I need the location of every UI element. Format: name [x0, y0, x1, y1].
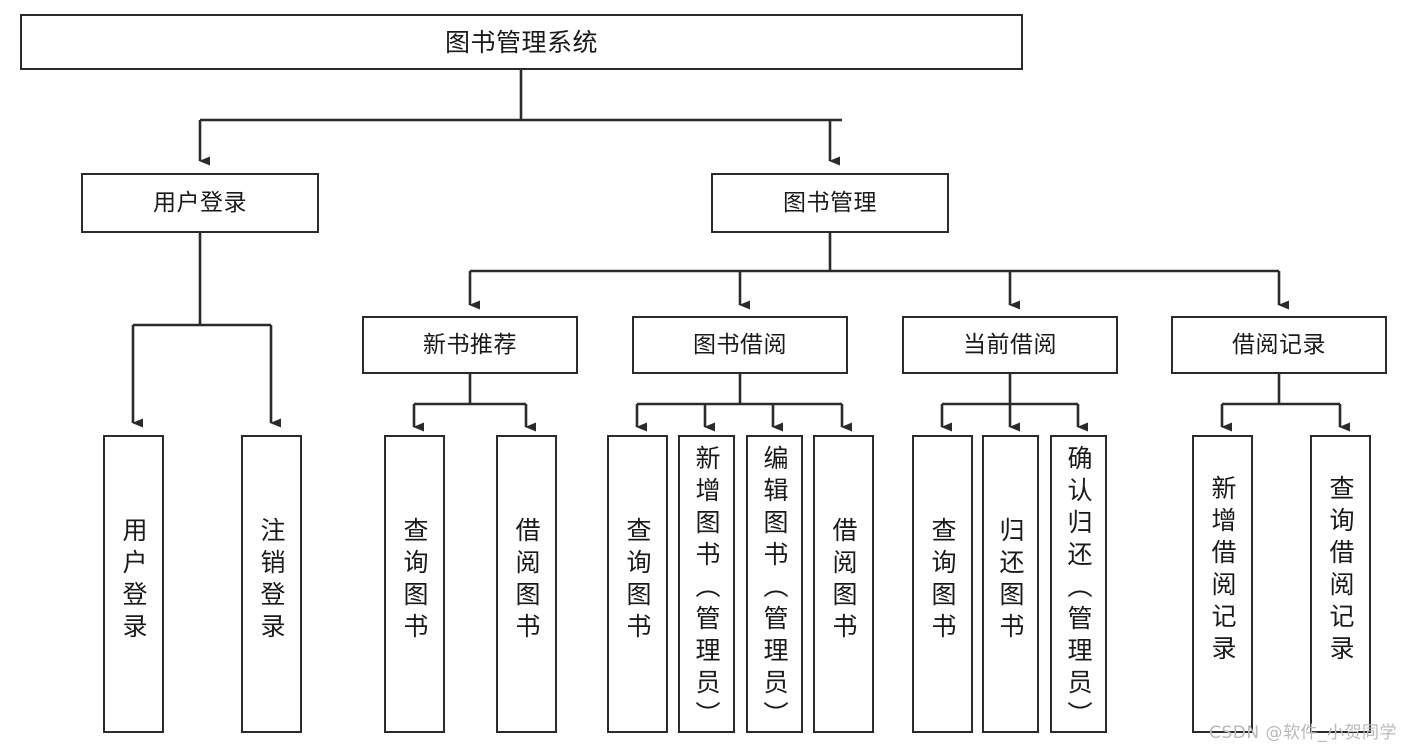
- node-book-management[interactable]: 图书管理: [711, 173, 949, 233]
- node-book-borrow[interactable]: 图书借阅: [632, 316, 848, 374]
- node-user-login[interactable]: 用户登录: [81, 173, 319, 233]
- leaf-query-book-current[interactable]: 查询图书: [912, 435, 973, 733]
- node-label: 查询图书: [928, 517, 957, 645]
- leaf-confirm-return-admin[interactable]: 确认归还（管理员）: [1050, 435, 1107, 733]
- node-label: 借阅图书: [512, 517, 541, 645]
- node-label: 用户登录: [153, 189, 247, 216]
- connector-bookborrow-to-leaves: [635, 374, 852, 432]
- connector-currentborrow-to-leaves: [940, 374, 1088, 432]
- leaf-logout[interactable]: 注销登录: [241, 435, 302, 733]
- leaf-query-book-borrow[interactable]: 查询图书: [607, 435, 668, 733]
- leaf-query-book-recommend[interactable]: 查询图书: [384, 435, 445, 733]
- node-label: 查询图书: [400, 517, 429, 645]
- node-label: 借阅图书: [829, 517, 858, 645]
- watermark-text: CSDN @软件_小贺同学: [1209, 723, 1397, 743]
- connector-borrowrecord-to-leaves: [1220, 374, 1350, 432]
- leaf-add-book-admin[interactable]: 新增图书（管理员）: [678, 435, 735, 733]
- connector-root-to-level2: [198, 70, 842, 166]
- node-label: 查询借阅记录: [1326, 475, 1355, 667]
- node-borrow-record[interactable]: 借阅记录: [1171, 316, 1387, 374]
- node-label: 当前借阅: [963, 331, 1057, 358]
- leaf-return-book[interactable]: 归还图书: [982, 435, 1039, 733]
- node-label: 编辑图书（管理员）: [760, 445, 789, 733]
- node-label: 新增图书（管理员）: [692, 445, 721, 733]
- node-label: 用户登录: [119, 517, 148, 645]
- node-label: 图书管理: [783, 189, 877, 216]
- leaf-add-borrow-record[interactable]: 新增借阅记录: [1192, 435, 1253, 733]
- leaf-borrow-book-borrow[interactable]: 借阅图书: [813, 435, 874, 733]
- leaf-query-borrow-record[interactable]: 查询借阅记录: [1310, 435, 1371, 733]
- node-root-book-management-system[interactable]: 图书管理系统: [20, 14, 1023, 70]
- connector-newbook-to-leaves: [412, 374, 536, 432]
- csdn-watermark: CSDN @软件_小贺同学: [1209, 718, 1397, 743]
- leaf-borrow-book-recommend[interactable]: 借阅图书: [496, 435, 557, 733]
- node-label: 借阅记录: [1232, 331, 1326, 358]
- node-label: 确认归还（管理员）: [1064, 445, 1093, 733]
- node-label: 新书推荐: [423, 331, 517, 358]
- node-label: 查询图书: [623, 517, 652, 645]
- node-new-book-recommendation[interactable]: 新书推荐: [362, 316, 578, 374]
- node-label: 图书管理系统: [444, 27, 598, 57]
- node-label: 注销登录: [257, 517, 286, 645]
- connector-userlogin-to-leaves: [131, 233, 281, 428]
- node-label: 新增借阅记录: [1208, 475, 1237, 667]
- connector-bookmanage-to-level3: [468, 233, 1289, 310]
- leaf-edit-book-admin[interactable]: 编辑图书（管理员）: [746, 435, 803, 733]
- node-label: 归还图书: [996, 517, 1025, 645]
- node-current-borrow[interactable]: 当前借阅: [902, 316, 1118, 374]
- node-label: 图书借阅: [693, 331, 787, 358]
- leaf-user-login[interactable]: 用户登录: [103, 435, 164, 733]
